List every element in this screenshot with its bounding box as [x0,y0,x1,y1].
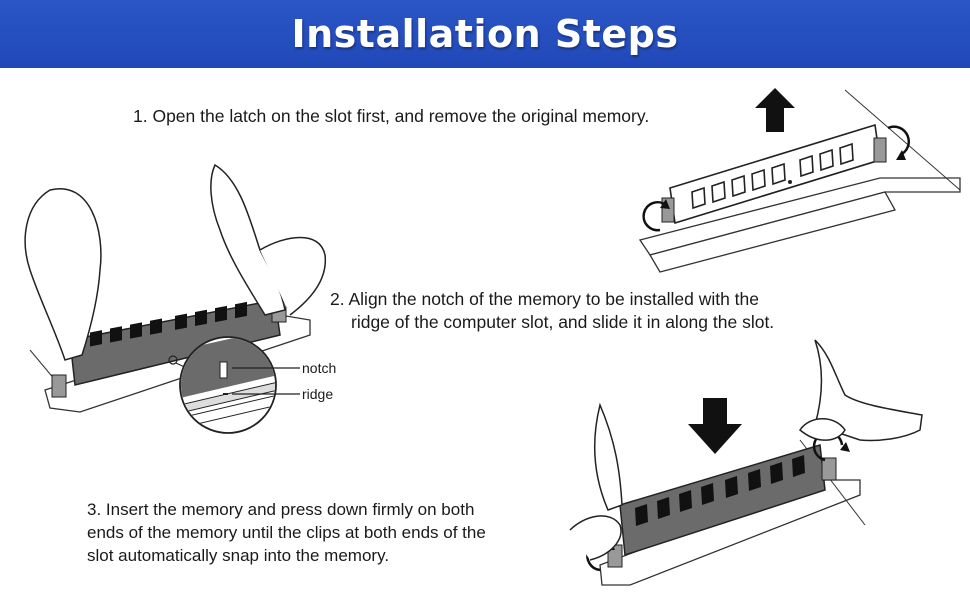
step-3-line-1: 3. Insert the memory and press down firm… [87,500,475,519]
insert-memory-illustration [569,339,923,586]
step-3-line-3: slot automatically snap into the memory. [87,546,390,565]
ridge-label: ridge [302,386,333,402]
arrow-down-icon [688,398,742,454]
align-notch-illustration: notch ridge [24,163,336,434]
remove-memory-illustration [638,88,961,273]
header-banner: Installation Steps [0,0,970,68]
notch-label: notch [302,360,336,376]
step-3-line-2: ends of the memory until the clips at bo… [87,523,486,542]
step-2-line-1: 2. Align the notch of the memory to be i… [330,289,759,309]
arrow-up-icon [755,88,795,132]
step-3-text: 3. Insert the memory and press down firm… [87,498,557,567]
page-title: Installation Steps [291,12,679,56]
step-2-line-2: ridge of the computer slot, and slide it… [351,312,775,332]
step-2-text: 2. Align the notch of the memory to be i… [330,288,850,334]
step-1-text: 1. Open the latch on the slot first, and… [133,106,650,126]
